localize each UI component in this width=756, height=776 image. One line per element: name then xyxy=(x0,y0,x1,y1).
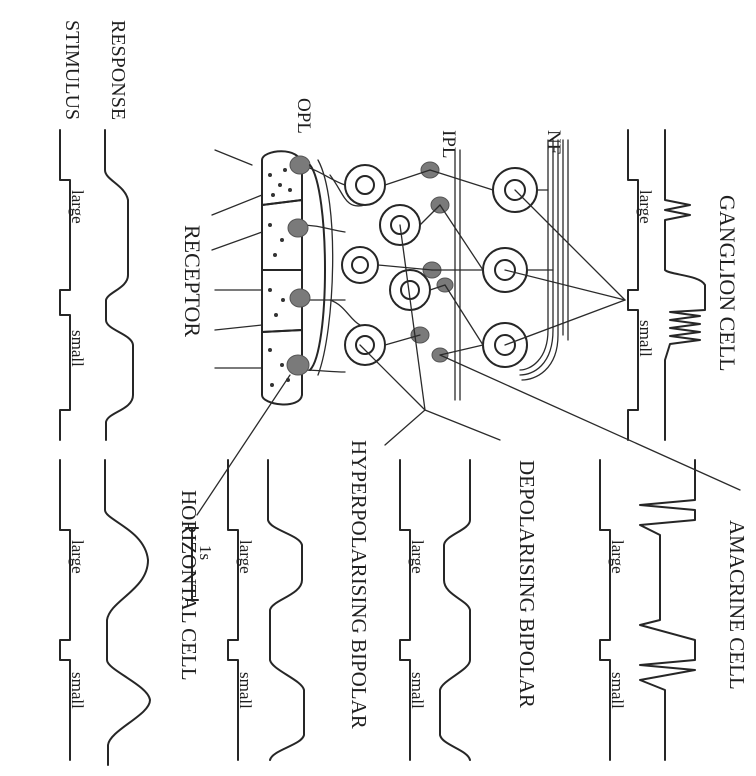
ganglion-cell-label: GANGLION CELL xyxy=(715,195,740,372)
depolarising-bipolar-label: DEPOLARISING BIPOLAR xyxy=(515,460,539,708)
hyperpolarising-small-label: small xyxy=(236,672,255,709)
amacrine-small-label: small xyxy=(608,672,627,709)
amacrine-traces xyxy=(600,460,695,760)
hyperpolarising-large-label: large xyxy=(236,540,255,574)
svg-text:small: small xyxy=(408,672,427,709)
leader-lines xyxy=(197,190,740,515)
opl-process xyxy=(310,165,325,370)
ipl-label: IPL xyxy=(438,130,459,159)
svg-text:large: large xyxy=(608,540,627,574)
svg-text:STIMULUS: STIMULUS xyxy=(61,20,83,120)
svg-text:small: small xyxy=(68,330,87,367)
svg-text:AMACRINE CELL: AMACRINE CELL xyxy=(725,520,749,690)
hyperpolarising-bipolar-traces xyxy=(228,460,304,760)
svg-text:GANGLION CELL: GANGLION CELL xyxy=(715,195,740,372)
depolarising-bipolar-traces xyxy=(400,460,470,760)
hyperpolarising-bipolar-label: HYPERPOLARISING BIPOLAR xyxy=(347,440,371,729)
amacrine-large-label: large xyxy=(608,540,627,574)
depolarising-large-label: large xyxy=(408,540,427,574)
svg-text:RESPONSE: RESPONSE xyxy=(107,20,129,120)
svg-text:large: large xyxy=(236,540,255,574)
svg-text:small: small xyxy=(608,672,627,709)
receptor-stimulus-trace xyxy=(60,130,70,440)
depolarising-small-label: small xyxy=(408,672,427,709)
synapses xyxy=(287,156,453,375)
amacrine-cell-label: AMACRINE CELL xyxy=(725,520,749,690)
svg-text:small: small xyxy=(236,672,255,709)
svg-text:large: large xyxy=(408,540,427,574)
svg-text:IPL: IPL xyxy=(438,130,459,159)
response-label: RESPONSE xyxy=(107,20,129,120)
receptor-small-label: small xyxy=(68,330,87,367)
svg-text:small: small xyxy=(636,320,655,357)
ganglion-response-trace xyxy=(665,130,705,440)
svg-text:HORIZONTAL CELL: HORIZONTAL CELL xyxy=(177,490,201,681)
ganglion-cells xyxy=(483,168,537,367)
ganglion-traces xyxy=(628,130,705,440)
stimulus-label: STIMULUS xyxy=(61,20,83,120)
svg-text:OPL: OPL xyxy=(293,98,314,134)
receptor-response-trace xyxy=(105,130,133,440)
ganglion-large-label: large xyxy=(636,190,655,224)
svg-text:large: large xyxy=(636,190,655,224)
ganglion-stimulus-trace xyxy=(628,130,638,440)
light-arrows xyxy=(212,150,262,368)
ganglion-small-label: small xyxy=(636,320,655,357)
svg-text:large: large xyxy=(68,540,87,574)
horizontal-small-label: small xyxy=(68,672,87,709)
receptor-traces xyxy=(60,130,133,440)
horizontal-cell-traces xyxy=(60,460,150,765)
receptor-label: RECEPTOR xyxy=(180,225,205,337)
horizontal-cell-label: HORIZONTAL CELL xyxy=(177,490,201,681)
horizontal-large-label: large xyxy=(68,540,87,574)
opl-label: OPL xyxy=(293,98,314,134)
svg-text:small: small xyxy=(68,672,87,709)
svg-text:DEPOLARISING BIPOLAR: DEPOLARISING BIPOLAR xyxy=(515,460,539,708)
svg-text:HYPERPOLARISING BIPOLAR: HYPERPOLARISING BIPOLAR xyxy=(347,440,371,729)
svg-text:RECEPTOR: RECEPTOR xyxy=(180,225,205,337)
svg-text:large: large xyxy=(68,190,87,224)
receptor-large-label: large xyxy=(68,190,87,224)
